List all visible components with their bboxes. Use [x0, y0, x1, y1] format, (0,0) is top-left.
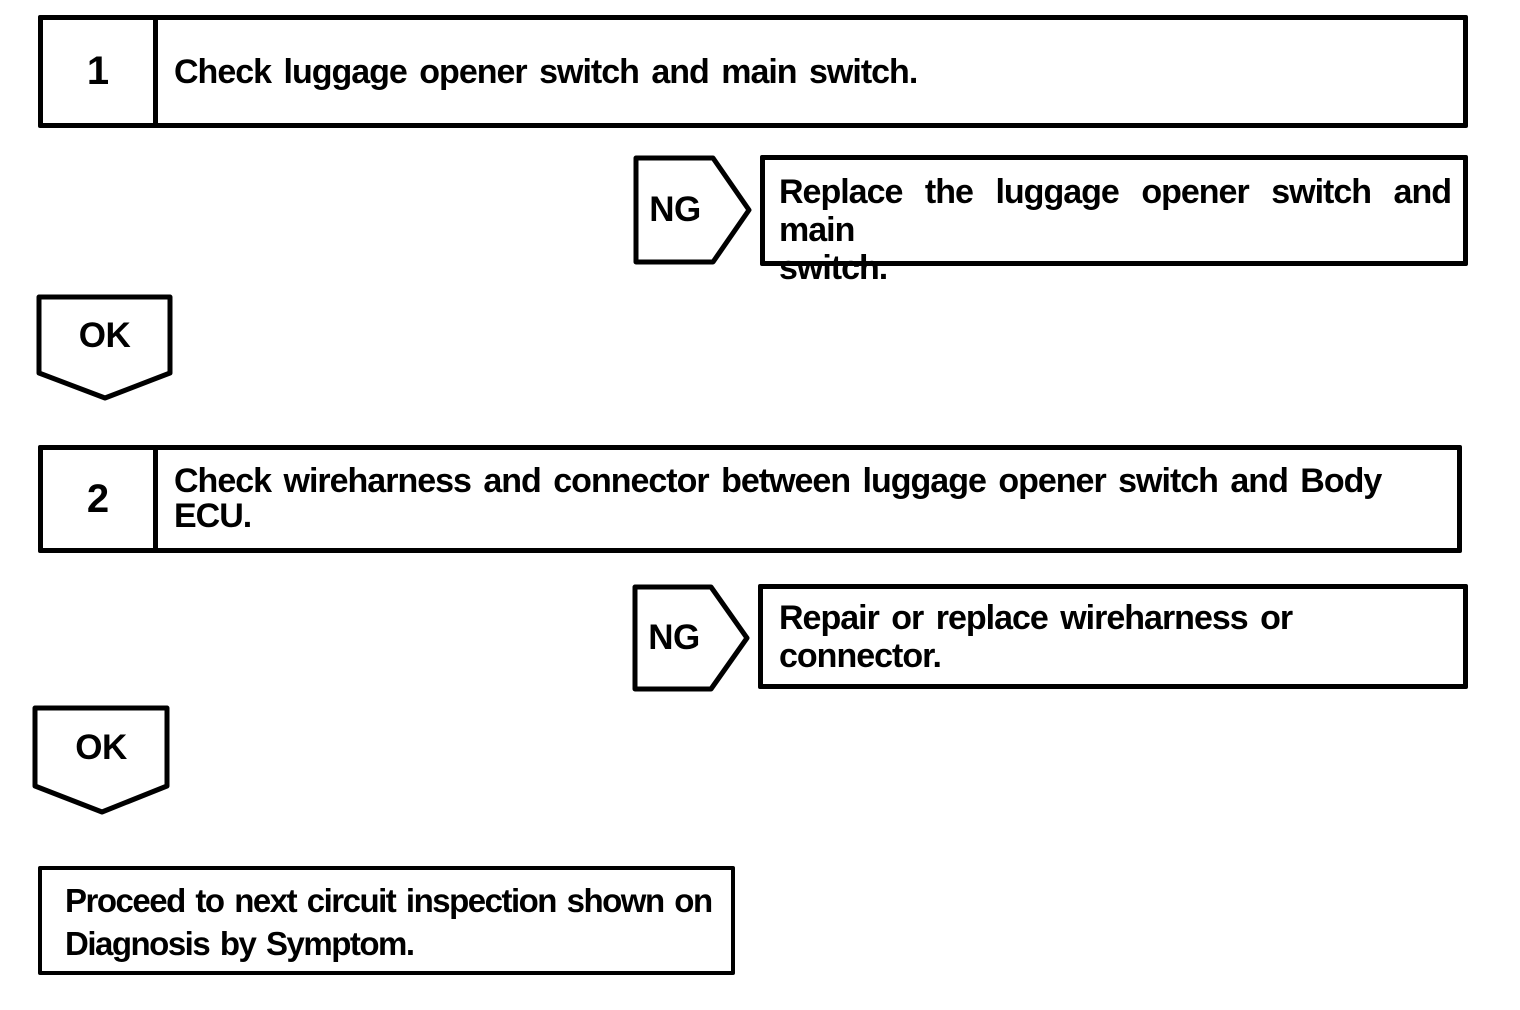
step-2-title: Check wireharness and connector between …: [158, 450, 1457, 548]
ng-connector-1: [633, 155, 752, 265]
ok-banner-icon: [36, 294, 173, 401]
step-2-title-line-2: ECU.: [174, 497, 252, 535]
ng-result-2-box: Repair or replace wireharness or connect…: [758, 584, 1468, 689]
final-instruction-line-2: Diagnosis by Symptom.: [65, 925, 415, 962]
ng-connector-2: [632, 584, 750, 692]
step-2-number: 2: [43, 450, 158, 548]
ng-pentagon-icon: [632, 584, 750, 692]
step-2-title-line-1: Check wireharness and connector between …: [174, 462, 1382, 500]
ok-label-1: OK: [78, 316, 131, 355]
ok-connector-2: [32, 705, 170, 815]
ng-result-2-line: Repair or replace wireharness or connect…: [779, 598, 1293, 675]
ok-label-2: OK: [75, 728, 127, 767]
step-1-title-line: Check luggage opener switch and main swi…: [174, 52, 918, 91]
ng-result-1-box: Replace the luggage opener switch and ma…: [760, 155, 1468, 287]
final-instruction-line-1: Proceed to next circuit inspection shown…: [65, 882, 713, 919]
ng-result-1-line-2: switch.: [779, 249, 888, 287]
step-1-title: Check luggage opener switch and main swi…: [158, 20, 1463, 123]
ok-connector-1: [36, 294, 173, 401]
final-instruction-box: Proceed to next circuit inspection shown…: [38, 866, 735, 975]
ng-result-1-line-1: Replace the luggage opener switch and ma…: [779, 173, 1452, 249]
ng-label-2: NG: [648, 618, 700, 657]
ng-pentagon-icon: [633, 155, 752, 265]
step-1-box: 1 Check luggage opener switch and main s…: [38, 15, 1468, 128]
step-2-box: 2 Check wireharness and connector betwee…: [38, 445, 1462, 553]
ng-label-1: NG: [649, 190, 701, 229]
ok-banner-icon: [32, 705, 170, 815]
step-1-number: 1: [43, 20, 158, 123]
